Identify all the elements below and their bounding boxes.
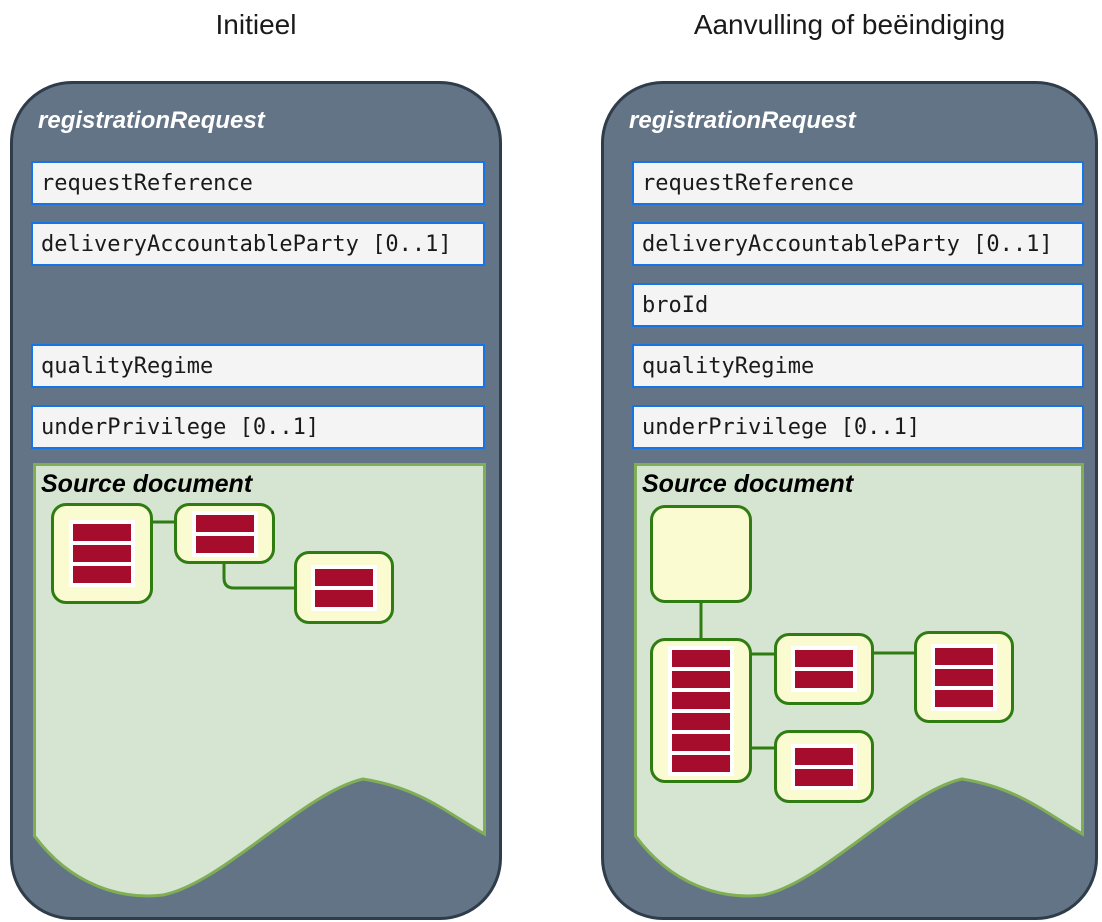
field-quality-regime: qualityRegime	[31, 344, 485, 388]
record-bar	[672, 691, 730, 709]
node-connector-lines	[153, 520, 296, 590]
record-bar	[672, 754, 730, 772]
panel-header: registrationRequest	[629, 107, 856, 134]
record-bar	[795, 671, 853, 688]
record-bar	[195, 535, 254, 553]
record-bar	[672, 712, 730, 730]
source-document-label: Source document	[642, 470, 854, 498]
field-delivery-accountable-party: deliveryAccountableParty [0..1]	[31, 222, 485, 266]
document-node	[294, 551, 394, 624]
record-bar	[73, 524, 131, 541]
node-connector-lines	[699, 603, 916, 750]
field-under-privilege: underPrivilege [0..1]	[632, 405, 1084, 449]
document-node	[174, 503, 275, 564]
document-node	[774, 730, 874, 803]
record-bars	[191, 510, 258, 557]
source-document-area: Source document	[634, 463, 1084, 903]
record-bar	[315, 568, 373, 586]
document-node	[914, 631, 1014, 723]
column-title-initieel: Initieel	[215, 9, 297, 40]
field-quality-regime: qualityRegime	[632, 344, 1084, 388]
source-document-label: Source document	[41, 470, 253, 498]
registration-request-panel-aanvulling: registrationRequest requestReference del…	[601, 81, 1098, 920]
document-node	[650, 638, 752, 783]
panel-header: registrationRequest	[38, 107, 265, 134]
record-bars	[69, 520, 135, 587]
field-request-reference: requestReference	[31, 161, 485, 205]
field-under-privilege: underPrivilege [0..1]	[31, 405, 485, 449]
record-bar	[935, 647, 993, 665]
column-title-aanvulling: Aanvulling of beëindiging	[693, 9, 1006, 40]
record-bar	[73, 545, 131, 562]
record-bars	[791, 743, 857, 790]
record-bar	[795, 747, 853, 765]
record-bar	[935, 689, 993, 707]
empty-node	[650, 505, 752, 603]
record-bar	[795, 650, 853, 667]
record-bars	[791, 646, 857, 692]
field-delivery-accountable-party: deliveryAccountableParty [0..1]	[632, 222, 1084, 266]
record-bars	[311, 564, 377, 611]
record-bar	[315, 589, 373, 607]
field-bro-id: broId	[632, 283, 1084, 327]
registration-request-panel-initieel: registrationRequest requestReference del…	[10, 81, 502, 920]
record-bar	[935, 668, 993, 686]
record-bar	[195, 514, 254, 532]
record-bars	[668, 645, 734, 776]
record-bar	[795, 768, 853, 786]
record-bar	[73, 566, 131, 583]
record-bar	[672, 733, 730, 751]
record-bar	[672, 670, 730, 688]
record-bar	[672, 649, 730, 667]
record-bars	[931, 643, 997, 711]
document-node	[51, 503, 153, 604]
field-request-reference: requestReference	[632, 161, 1084, 205]
document-node	[774, 633, 874, 705]
source-document-area: Source document	[33, 463, 486, 903]
